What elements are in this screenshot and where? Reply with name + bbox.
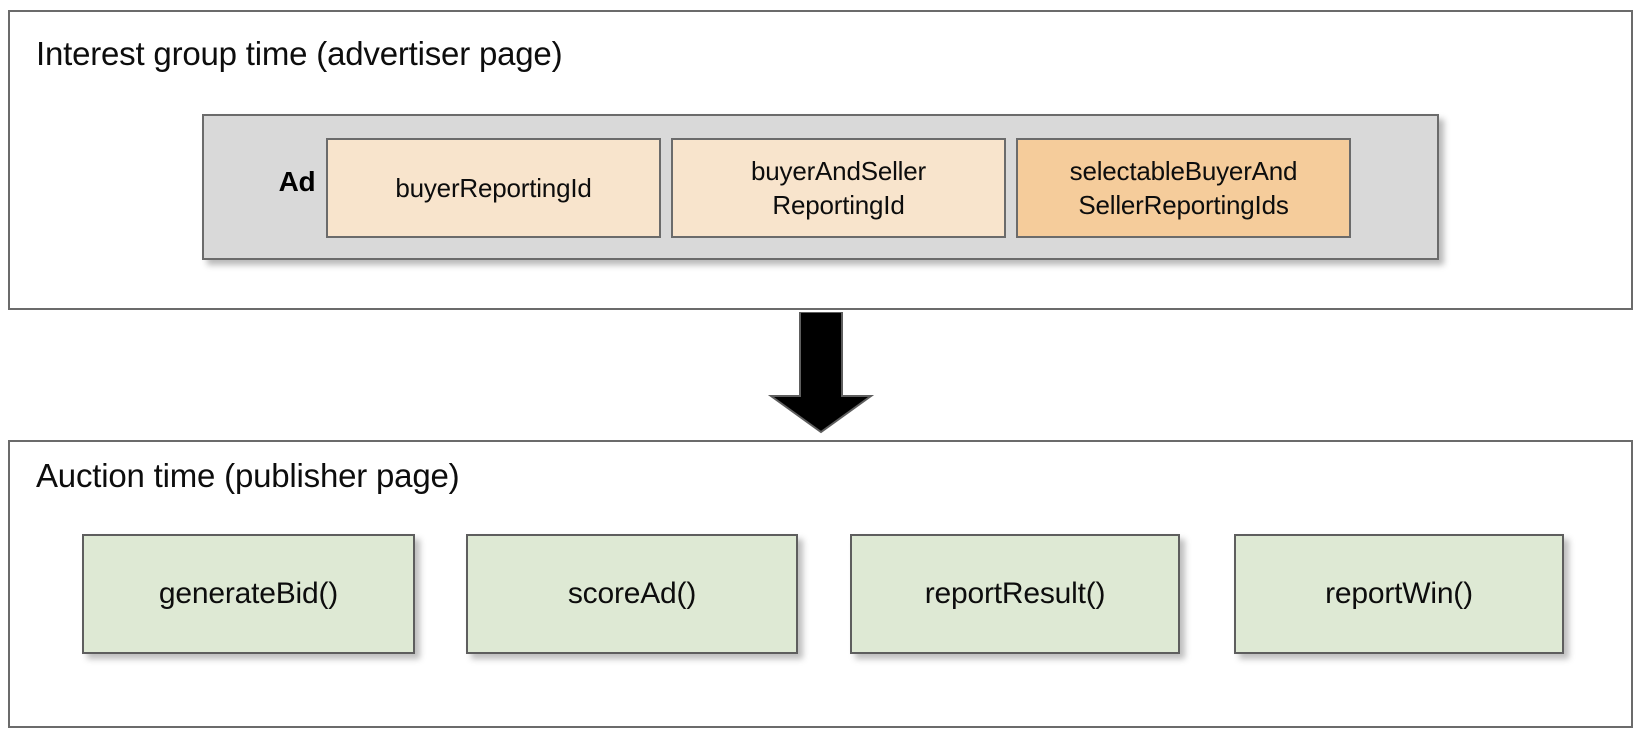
- reporting-id-label-line-2: ReportingId: [772, 190, 905, 220]
- auction-function-label: scoreAd(): [567, 577, 697, 610]
- panel-title-advertiser: Interest group time (advertiser page): [36, 35, 563, 72]
- reporting-id-box-buyer-and-seller-reporting-id: buyerAndSeller ReportingId: [671, 138, 1006, 238]
- auction-function-box-score-ad: scoreAd(): [466, 534, 798, 654]
- panel-title-publisher: Auction time (publisher page): [36, 457, 460, 494]
- down-arrow-icon: [767, 312, 875, 434]
- reporting-id-label: selectableBuyerAnd SellerReportingIds: [1070, 154, 1298, 222]
- auction-function-label: reportResult(): [924, 577, 1106, 610]
- reporting-id-label-line-1: selectableBuyerAnd: [1069, 156, 1298, 186]
- ad-object-container: Ad buyerReportingId buyerAndSeller Repor…: [202, 114, 1439, 260]
- auction-function-label: generateBid(): [158, 577, 339, 610]
- auction-function-label: reportWin(): [1325, 577, 1473, 610]
- phase-panel-publisher: Auction time (publisher page) generateBi…: [8, 440, 1633, 728]
- reporting-id-box-buyer-reporting-id: buyerReportingId: [326, 138, 661, 238]
- auction-function-box-generate-bid: generateBid(): [82, 534, 415, 654]
- reporting-id-label: buyerReportingId: [395, 173, 592, 203]
- ad-label: Ad: [278, 166, 316, 197]
- reporting-id-box-selectable-buyer-and-seller-reporting-ids: selectableBuyerAnd SellerReportingIds: [1016, 138, 1351, 238]
- reporting-id-label: buyerAndSeller ReportingId: [751, 154, 926, 222]
- reporting-id-label-line-2: SellerReportingIds: [1078, 190, 1289, 220]
- auction-function-box-report-win: reportWin(): [1234, 534, 1564, 654]
- reporting-id-label-line-1: buyerAndSeller: [751, 156, 926, 186]
- phase-panel-advertiser: Interest group time (advertiser page) Ad…: [8, 10, 1633, 310]
- auction-function-box-report-result: reportResult(): [850, 534, 1180, 654]
